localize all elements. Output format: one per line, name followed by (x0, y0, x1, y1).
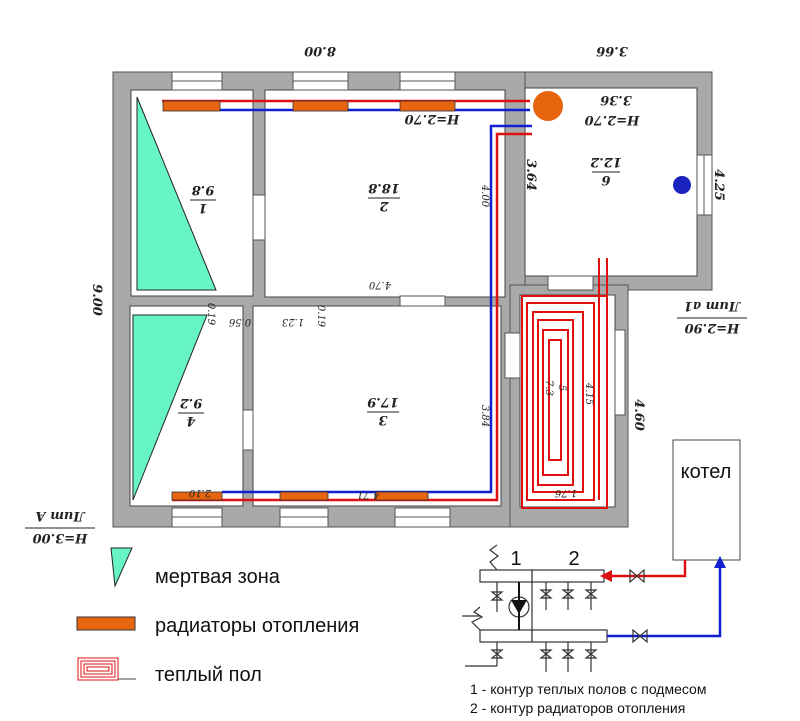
circuit-2-label: 2 (568, 548, 579, 570)
radiator-bar-icon (76, 616, 136, 631)
dim-corridor-inner: 4.15 (583, 382, 594, 405)
room-4-area: 9.2 (180, 395, 203, 410)
legend-dead-zone-label: мертвая зона (155, 566, 281, 588)
room-2 (264, 89, 506, 298)
circuit-1-label: 1 (510, 548, 521, 570)
legend-radiator-label: радиаторы отопления (155, 615, 359, 637)
room-3-number: 3 (378, 412, 387, 427)
legend-floor-heating-label: теплый пол (155, 664, 262, 686)
room-5-number: 5 (556, 385, 567, 391)
radiators (162, 100, 456, 501)
room-labels: 1 9.8 2 18.8 3 17.9 4 9.2 57.3 6 12.2 (178, 154, 622, 428)
dim-room2-bottom: 4.70 (368, 279, 392, 290)
boiler: котел (672, 439, 741, 561)
legend: мертвая зона радиаторы отопления теплый … (76, 547, 359, 686)
floor-heating-coil-icon (77, 657, 136, 681)
block-a-height: H=3.00 (33, 530, 89, 545)
height-room6: H=2.70 (585, 112, 641, 127)
dim-room3-bottom: 4.71 (357, 489, 380, 500)
dim-door-a: 0.19 (205, 303, 216, 326)
room-2-number: 2 (379, 198, 389, 213)
dim-door-d: 0.19 (315, 305, 326, 328)
dim-room4-bottom: 2.10 (188, 487, 212, 498)
room-1-area: 9.8 (192, 182, 215, 197)
dead-zone-room-1 (136, 96, 217, 291)
dim-left: 9.00 (89, 284, 104, 316)
note-circuit-2: 2 - контур радиаторов отопления (470, 700, 685, 716)
dead-zone-triangle-icon (110, 547, 133, 588)
dim-room6-width: 3.36 (600, 92, 632, 107)
room-6-area: 12.2 (590, 154, 622, 169)
dead-zone-room-4 (132, 314, 208, 501)
dim-room2-right: 4.00 (479, 184, 490, 208)
dim-door-c: 1.23 (282, 316, 304, 327)
room-3 (252, 305, 502, 507)
block-label-a: H=3.00 Лит А (25, 508, 95, 545)
boiler-label: котел (681, 461, 732, 483)
dim-door-b: 0.56 (228, 316, 251, 327)
boiler-location-marker (533, 91, 563, 121)
dim-room6-left: 3.64 (523, 159, 538, 191)
dim-room6-right: 4.25 (711, 169, 726, 201)
block-a1-name: Лит а1 (684, 298, 742, 313)
floor-heating-coil (521, 258, 608, 509)
room-1-number: 1 (198, 200, 207, 215)
dimension-labels: 8.00 3.66 9.00 3.36 4.25 3.64 4.60 4.15 … (89, 43, 726, 500)
room-6-number: 6 (601, 172, 610, 187)
dim-top-right: 3.66 (596, 43, 628, 58)
blue-marker (673, 176, 691, 194)
room-4-number: 4 (186, 413, 195, 428)
dim-corridor-bottom: 1.76 (554, 487, 577, 498)
windows (171, 71, 713, 528)
note-circuit-1: 1 - контур теплых полов с подмесом (470, 681, 706, 697)
manifold-schematic (462, 544, 726, 672)
dim-room3-right: 3.84 (479, 405, 490, 427)
room-5-area: 7.3 (543, 380, 554, 396)
room-3-area: 17.9 (367, 394, 399, 409)
room-2-area: 18.8 (368, 180, 400, 195)
block-label-a1: H=2.90 Лит а1 (677, 298, 747, 335)
dim-corridor-right: 4.60 (631, 399, 646, 431)
dim-top-left: 8.00 (304, 43, 336, 58)
height-main: H=2.70 (405, 111, 461, 126)
block-a-name: Лит А (35, 508, 86, 523)
block-a1-height: H=2.90 (685, 320, 741, 335)
